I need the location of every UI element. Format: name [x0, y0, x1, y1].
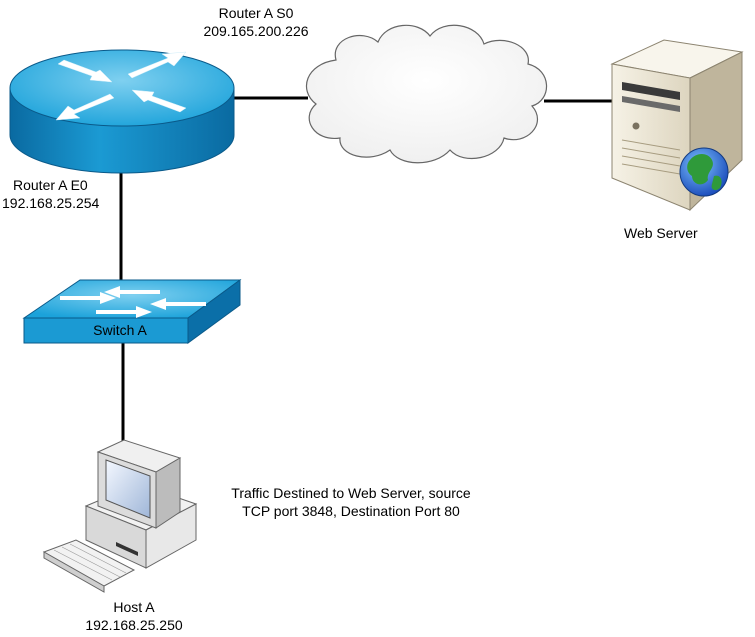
- router-e0-label: Router A E0 192.168.25.254: [2, 176, 99, 212]
- router-e0-ip: 192.168.25.254: [2, 195, 100, 211]
- web-server-icon: [610, 39, 744, 212]
- cloud-icon: [305, 24, 548, 164]
- router-s0-label: Router A S0 209.165.200.226: [186, 4, 326, 40]
- host-label: Host A 192.168.25.250: [64, 598, 204, 634]
- traffic-annotation: Traffic Destined to Web Server, source T…: [206, 484, 496, 520]
- router-icon: [9, 49, 235, 174]
- router-e0-name: Router A E0: [13, 177, 88, 193]
- host-computer-icon: [42, 439, 198, 593]
- router-s0-name: Router A S0: [218, 5, 294, 21]
- host-name: Host A: [113, 599, 155, 615]
- network-links: [119, 96, 620, 448]
- host-ip: 192.168.25.250: [85, 617, 183, 633]
- traffic-line-2: TCP port 3848, Destination Port 80: [242, 503, 460, 519]
- switch-label: Switch A: [93, 322, 147, 338]
- switch-icon: Switch A: [22, 279, 242, 344]
- router-s0-ip: 209.165.200.226: [203, 23, 309, 39]
- web-server-label: Web Server: [624, 225, 698, 241]
- traffic-line-1: Traffic Destined to Web Server, source: [231, 485, 471, 501]
